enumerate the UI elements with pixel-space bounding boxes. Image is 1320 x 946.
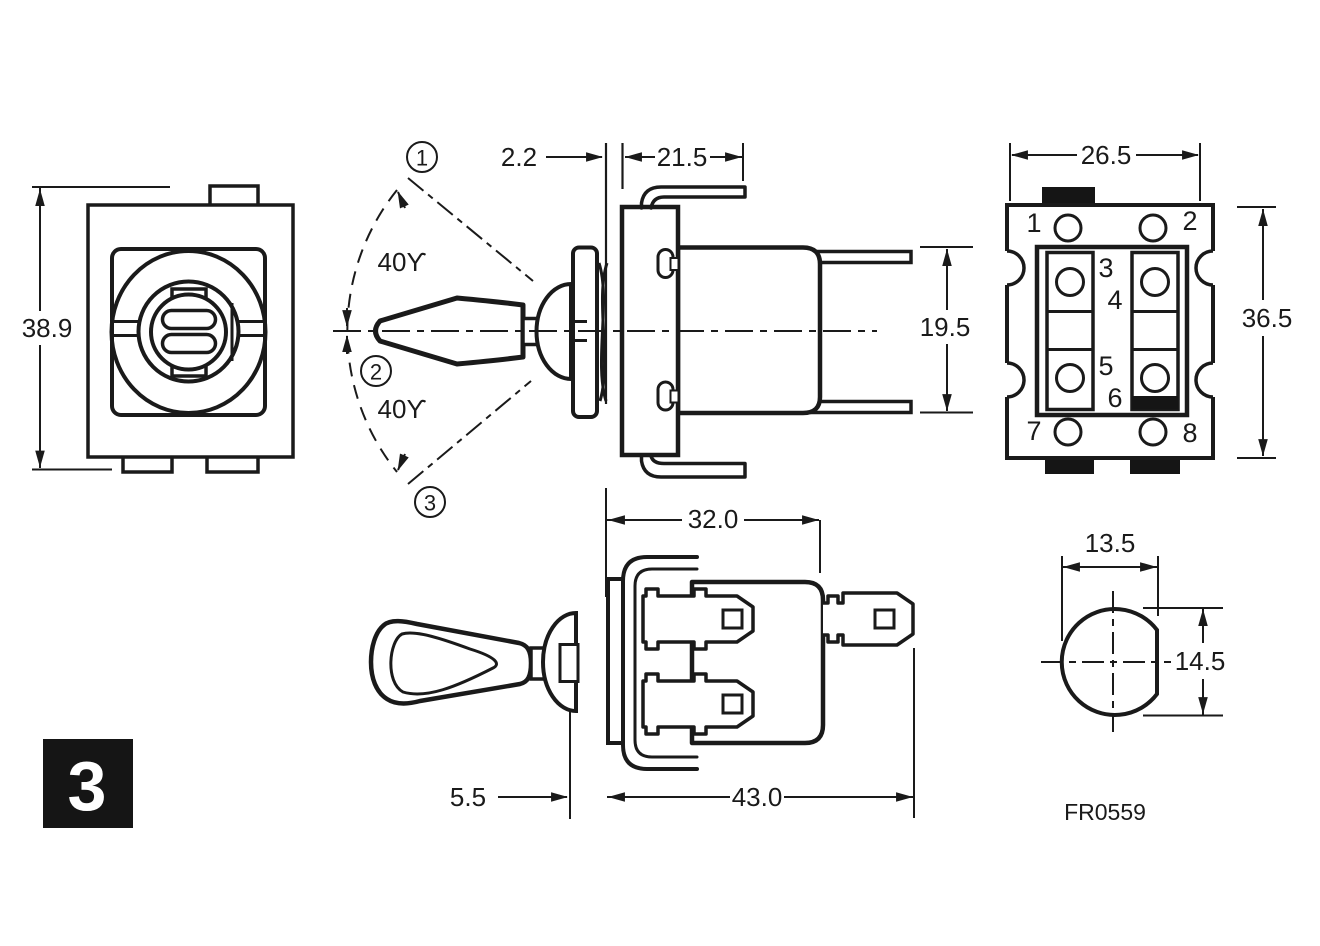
spade-terminal-rear bbox=[821, 591, 915, 647]
bent-terminal-top bbox=[639, 185, 747, 210]
front-slot-bottom bbox=[160, 332, 218, 355]
dim-rear-width: 26.5 bbox=[1009, 140, 1201, 201]
throw-arc bbox=[346, 189, 398, 473]
rear-width-label: 26.5 bbox=[1081, 140, 1132, 170]
terminal-hole-2 bbox=[1138, 213, 1168, 243]
dim-overall-length: 43.0 bbox=[607, 648, 915, 818]
terminal-hole-3 bbox=[1055, 267, 1085, 297]
front-height-label: 38.9 bbox=[22, 313, 73, 343]
position-marker-2 bbox=[360, 355, 392, 387]
terminal-number-2: 2 bbox=[1182, 206, 1197, 236]
spade-terminal-upper bbox=[641, 587, 755, 651]
front-outer-ring bbox=[109, 249, 268, 415]
rear-side-notch bbox=[1194, 249, 1214, 287]
position-3-label: 3 bbox=[424, 491, 436, 516]
terminal-hole-7 bbox=[1053, 417, 1083, 447]
dim-hole-width: 13.5 bbox=[1061, 528, 1159, 641]
terminal-number-8: 8 bbox=[1182, 418, 1197, 448]
terminal-number-4: 4 bbox=[1107, 285, 1122, 315]
notch-mask bbox=[1209, 363, 1217, 397]
rear-view: 1 2 3 4 5 6 7 8 26.5 36.5 bbox=[1003, 140, 1293, 474]
terminal-number-6: 6 bbox=[1107, 383, 1122, 413]
dim-body-length: 32.0 bbox=[605, 488, 821, 597]
dim-panel-thickness: 2.2 bbox=[501, 142, 604, 172]
knob-face-line bbox=[389, 631, 498, 696]
rear-terminal-strip-top bbox=[810, 249, 913, 265]
notch-mask bbox=[1003, 251, 1011, 285]
bezel-keyway bbox=[570, 320, 587, 342]
figure-number-badge: 3 bbox=[43, 739, 133, 828]
rear-side-notch bbox=[1006, 361, 1026, 399]
front-view: 38.9 bbox=[22, 184, 295, 474]
spade-terminal-lower-hole bbox=[721, 693, 744, 715]
upper-angle-label: 40ϒ bbox=[377, 247, 426, 277]
position-marker-1 bbox=[406, 141, 438, 173]
rear-slider-mark bbox=[1132, 396, 1178, 410]
bushing-length-label: 5.5 bbox=[450, 782, 486, 812]
bushing-collar bbox=[558, 643, 580, 683]
position-1-label: 1 bbox=[416, 146, 428, 171]
bezel-plate bbox=[571, 245, 599, 419]
hole-width-label: 13.5 bbox=[1085, 528, 1136, 558]
panel-thickness-label: 2.2 bbox=[501, 142, 537, 172]
spade-terminal-upper-hole bbox=[721, 608, 744, 630]
side-view: 1 2 3 40ϒ 40ϒ 2.2 bbox=[333, 141, 973, 518]
figure-badge-box bbox=[43, 739, 133, 828]
dim-bushing-length: 5.5 bbox=[450, 711, 571, 819]
terminal-number-5: 5 bbox=[1098, 351, 1113, 381]
cover-frame-inner bbox=[633, 567, 699, 759]
mounting-hole-view: 13.5 14.5 bbox=[1041, 528, 1225, 732]
mounting-depth-label: 21.5 bbox=[657, 142, 708, 172]
rear-tab-bottom-left bbox=[1045, 457, 1094, 474]
overall-length-label: 43.0 bbox=[732, 782, 783, 812]
drawing-code: FR0559 bbox=[1064, 799, 1146, 825]
throw-ray-upper bbox=[407, 177, 534, 282]
terminal-hole-4 bbox=[1140, 267, 1170, 297]
flange-rivet-bottom-tab bbox=[669, 389, 680, 404]
knob bbox=[368, 618, 534, 706]
hole-height-label: 14.5 bbox=[1175, 646, 1226, 676]
front-rotor bbox=[149, 292, 228, 372]
notch-mask bbox=[1003, 363, 1011, 397]
spade-terminal-lower bbox=[641, 672, 755, 736]
rear-side-notch bbox=[1006, 249, 1026, 287]
front-slot-top bbox=[160, 308, 218, 331]
rear-height-label: 36.5 bbox=[1242, 303, 1293, 333]
throw-arc-arrow-top bbox=[397, 191, 409, 209]
notch-mask bbox=[1209, 251, 1217, 285]
terminal-number-3: 3 bbox=[1098, 253, 1113, 283]
terminal-hole-8 bbox=[1138, 417, 1168, 447]
dim-rear-height: 36.5 bbox=[1237, 206, 1293, 459]
lower-angle-label: 40ϒ bbox=[377, 394, 426, 424]
terminal-hole-6 bbox=[1140, 363, 1170, 393]
throw-ray-lower bbox=[407, 380, 532, 485]
terminal-hole-5 bbox=[1055, 363, 1085, 393]
terminal-number-7: 7 bbox=[1026, 416, 1041, 446]
bottom-view: 32.0 5.5 43.0 bbox=[368, 488, 915, 819]
flange-rivet-top-tab bbox=[669, 257, 680, 271]
mounting-hole bbox=[1059, 607, 1159, 717]
terminal-hole-1 bbox=[1053, 213, 1083, 243]
bent-terminal-bottom bbox=[639, 454, 747, 479]
throw-arc-arrow-bottom bbox=[397, 453, 409, 471]
position-2-label: 2 bbox=[370, 360, 382, 385]
terminal-spacing-label: 19.5 bbox=[920, 312, 971, 342]
position-marker-3 bbox=[414, 486, 446, 518]
body-length-label: 32.0 bbox=[688, 504, 739, 534]
figure-number: 3 bbox=[68, 747, 107, 825]
dim-hole-height: 14.5 bbox=[1143, 607, 1226, 717]
dim-front-height: 38.9 bbox=[22, 186, 170, 471]
dim-terminal-spacing: 19.5 bbox=[920, 246, 973, 414]
terminal-number-1: 1 bbox=[1026, 208, 1041, 238]
dim-mounting-depth: 21.5 bbox=[624, 142, 744, 181]
rear-terminal-strip-bottom bbox=[810, 399, 913, 415]
rear-side-notch bbox=[1194, 361, 1214, 399]
rear-tab-top bbox=[1042, 187, 1095, 206]
rear-tab-bottom-right bbox=[1130, 457, 1180, 474]
spade-terminal-rear-hole bbox=[873, 608, 896, 630]
